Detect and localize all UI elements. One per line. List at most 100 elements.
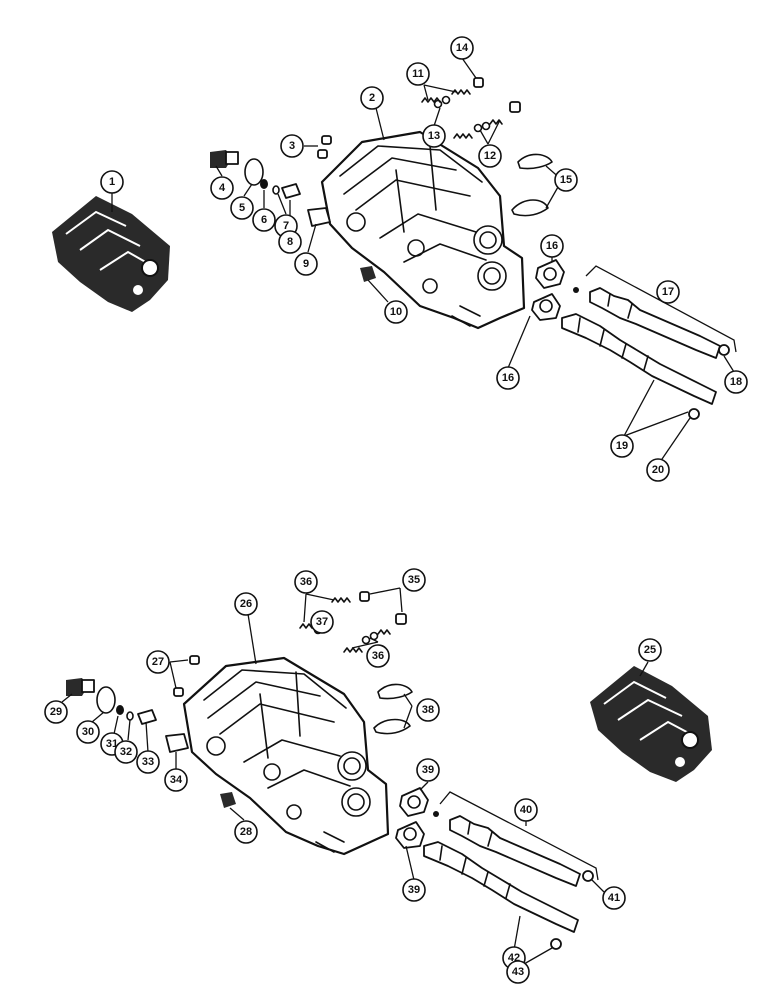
callout-3: 3 <box>280 134 304 158</box>
callout-35-text: 35 <box>408 574 420 586</box>
relief-fitting-top <box>307 207 331 227</box>
callout-16b: 16 <box>496 366 520 390</box>
nut-pair-bottom <box>395 787 439 849</box>
clip-pair-bottom <box>373 683 413 735</box>
callout-12-text: 12 <box>484 150 496 162</box>
callout-40: 40 <box>514 798 538 822</box>
callout-29: 29 <box>44 700 68 724</box>
callout-36a: 36 <box>294 570 318 594</box>
valve-body-top <box>320 130 526 330</box>
cap-18 <box>718 344 730 356</box>
valve-assembly-thumbnail-top <box>52 196 170 312</box>
callout-41-text: 41 <box>608 892 620 904</box>
callout-16a: 16 <box>540 234 564 258</box>
callout-36b: 36 <box>366 644 390 668</box>
callout-5: 5 <box>230 196 254 220</box>
callout-11-text: 11 <box>412 68 424 80</box>
callout-19-text: 19 <box>616 440 628 452</box>
cap-41 <box>582 870 594 882</box>
plug-10 <box>360 266 376 282</box>
nut-pair-top <box>531 259 579 321</box>
callout-13: 13 <box>422 124 446 148</box>
detent-parts-top <box>421 77 521 139</box>
callout-20-text: 20 <box>652 464 664 476</box>
callout-8: 8 <box>278 230 302 254</box>
callout-2-text: 2 <box>369 92 375 104</box>
callout-7-text: 7 <box>283 220 289 232</box>
callout-28: 28 <box>234 820 258 844</box>
callout-3-text: 3 <box>289 140 295 152</box>
callout-34-text: 34 <box>170 774 183 786</box>
callout-14: 14 <box>450 36 474 60</box>
callout-27: 27 <box>146 650 170 674</box>
callout-39a-text: 39 <box>422 764 434 776</box>
poppet-top <box>281 183 301 199</box>
callout-38: 38 <box>416 698 440 722</box>
callout-10-text: 10 <box>390 306 402 318</box>
washer-6 <box>260 179 268 189</box>
callout-41: 41 <box>602 886 626 910</box>
fitting-bottom <box>66 678 95 696</box>
o-ring-bottom <box>96 686 116 714</box>
callout-39a: 39 <box>416 758 440 782</box>
callout-13-text: 13 <box>428 130 440 142</box>
callout-26: 26 <box>234 592 258 616</box>
callout-27-text: 27 <box>152 656 164 668</box>
callout-10: 10 <box>384 300 408 324</box>
callout-15: 15 <box>554 168 578 192</box>
callout-35: 35 <box>402 568 426 592</box>
callout-36a-text: 36 <box>300 576 312 588</box>
callout-15-text: 15 <box>560 174 572 186</box>
cap-43 <box>550 938 562 950</box>
callout-37-text: 37 <box>316 616 328 628</box>
callout-12: 12 <box>478 144 502 168</box>
callout-18: 18 <box>724 370 748 394</box>
callout-32-text: 32 <box>120 746 132 758</box>
callout-11: 11 <box>406 62 430 86</box>
callout-16a-text: 16 <box>546 240 558 252</box>
callout-16b-text: 16 <box>502 372 514 384</box>
callout-28-text: 28 <box>240 826 252 838</box>
poppet-bottom <box>137 709 157 725</box>
top-assembly <box>52 77 737 420</box>
washer-31 <box>116 705 124 715</box>
valve-assembly-thumbnail-bottom <box>590 666 712 782</box>
callout-33-text: 33 <box>142 756 154 768</box>
callout-31-text: 31 <box>106 738 118 750</box>
callout-9-text: 9 <box>303 258 309 270</box>
callout-33: 33 <box>136 750 160 774</box>
spool-pair-top <box>561 287 721 405</box>
fitting-top <box>210 150 239 168</box>
callout-39b-text: 39 <box>408 884 420 896</box>
callout-labels: 1 2 3 4 5 6 7 8 9 10 11 12 13 14 15 16 1… <box>44 36 748 984</box>
bottom-assembly <box>66 591 712 950</box>
callout-2: 2 <box>360 86 384 110</box>
callout-38-text: 38 <box>422 704 434 716</box>
plug-28 <box>220 792 236 808</box>
callout-39b: 39 <box>402 878 426 902</box>
callout-1-text: 1 <box>109 176 115 188</box>
callout-17-text: 17 <box>662 286 674 298</box>
callout-1: 1 <box>100 170 124 194</box>
relief-fitting-bottom <box>165 733 189 753</box>
callout-40-text: 40 <box>520 804 532 816</box>
callout-34: 34 <box>164 768 188 792</box>
spool-pair-bottom <box>423 815 581 933</box>
callout-20: 20 <box>646 458 670 482</box>
callout-29-text: 29 <box>50 706 62 718</box>
callout-43-text: 43 <box>512 966 524 978</box>
callout-8-text: 8 <box>287 236 293 248</box>
callout-4: 4 <box>210 176 234 200</box>
callout-17: 17 <box>656 280 680 304</box>
callout-5-text: 5 <box>239 202 245 214</box>
washer-32 <box>126 711 134 721</box>
callout-19: 19 <box>610 434 634 458</box>
o-ring-top <box>244 158 264 186</box>
callout-25: 25 <box>638 638 662 662</box>
callout-25-text: 25 <box>644 644 656 656</box>
callout-9: 9 <box>294 252 318 276</box>
callout-26-text: 26 <box>240 598 252 610</box>
callout-32: 32 <box>114 740 138 764</box>
callout-37: 37 <box>310 610 334 634</box>
